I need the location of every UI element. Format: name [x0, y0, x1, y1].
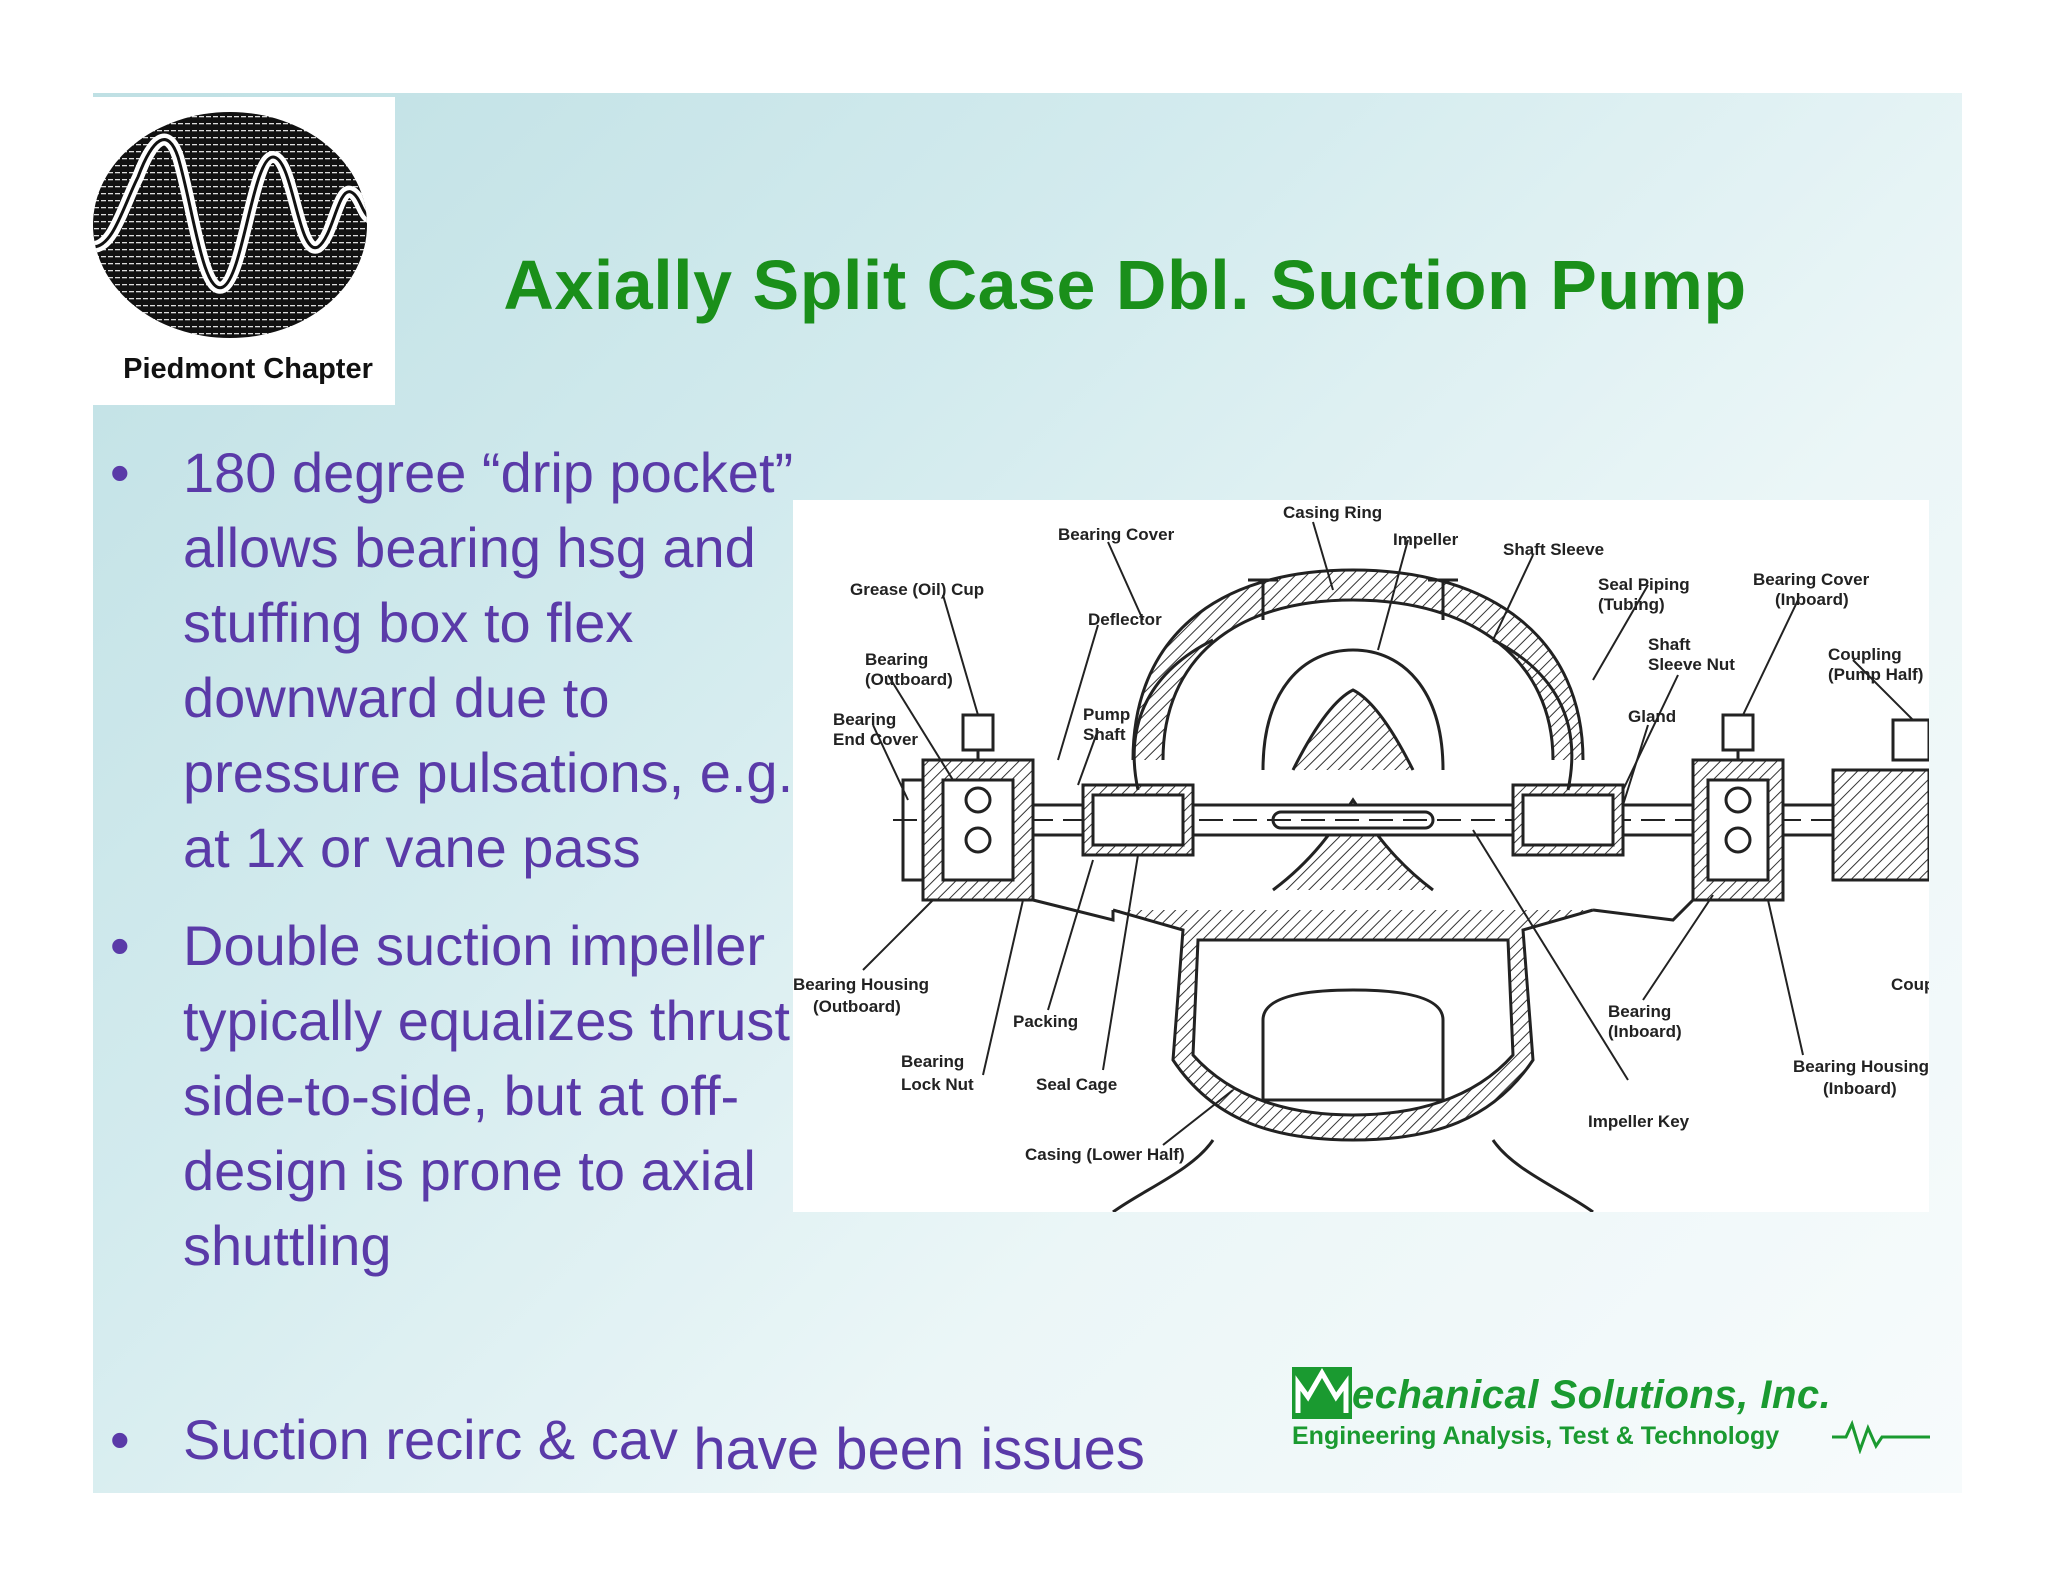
- label-bearing-end-cover: Bearing: [833, 710, 896, 729]
- msi-waveform-icon: [1832, 1420, 1930, 1454]
- label-pump-shaft-sub: Shaft: [1083, 725, 1126, 744]
- pump-drawing: Casing Ring Impeller Bearing Cover Shaft…: [793, 503, 1929, 1212]
- label-bearing-housing-outboard-sub: (Outboard): [813, 997, 901, 1016]
- label-bearing-outboard-sub: (Outboard): [865, 670, 953, 689]
- pump-cross-section-diagram: Casing Ring Impeller Bearing Cover Shaft…: [793, 500, 1929, 1212]
- label-grease-cup: Grease (Oil) Cup: [850, 580, 984, 599]
- label-bearing-housing-outboard: Bearing Housing: [793, 975, 929, 994]
- label-bearing-cover-inboard: Bearing Cover: [1753, 570, 1870, 589]
- label-bearing-housing-inboard-sub: (Inboard): [1823, 1079, 1897, 1098]
- label-bearing-inboard: Bearing: [1608, 1002, 1671, 1021]
- bullet-marker: •: [110, 441, 130, 504]
- label-bearing-lock-nut: Bearing: [901, 1052, 964, 1071]
- piedmont-chapter-logo: Piedmont Chapter: [93, 97, 395, 405]
- bullet-item: • 180 degree “drip pocket” allows bearin…: [110, 435, 840, 885]
- label-tubing: (Tubing): [1598, 595, 1665, 614]
- waveform-logo-icon: [93, 112, 367, 338]
- label-bearing-housing-inboard: Bearing Housing: [1793, 1057, 1929, 1076]
- bullet-item-last: • Suction recirc & cav have been issues: [110, 1402, 1145, 1482]
- bullet-text: Suction recirc & cav: [183, 1408, 678, 1471]
- label-bearing-cover-inboard-sub: (Inboard): [1775, 590, 1849, 609]
- label-packing: Packing: [1013, 1012, 1078, 1031]
- mechanical-solutions-logo: echanical Solutions, Inc. Engineering An…: [1290, 1365, 1940, 1454]
- label-impeller-key: Impeller Key: [1588, 1112, 1690, 1131]
- label-seal-piping: Seal Piping: [1598, 575, 1690, 594]
- label-bearing-end-cover-sub: End Cover: [833, 730, 918, 749]
- label-casing-ring: Casing Ring: [1283, 503, 1382, 522]
- bullet-text-tail: have been issues: [693, 1417, 1145, 1482]
- label-seal-cage: Seal Cage: [1036, 1075, 1117, 1094]
- bullet-text: 180 degree “drip pocket” allows bearing …: [183, 441, 794, 879]
- bullet-list: • 180 degree “drip pocket” allows bearin…: [110, 435, 840, 1306]
- label-shaft-sleeve: Shaft Sleeve: [1503, 540, 1604, 559]
- label-gland: Gland: [1628, 707, 1676, 726]
- label-pump-shaft: Pump: [1083, 705, 1130, 724]
- bullet-marker: •: [110, 914, 130, 977]
- label-bearing-inboard-sub: (Inboard): [1608, 1022, 1682, 1041]
- label-coupling: Coupling: [1828, 645, 1902, 664]
- bullet-text: Double suction impeller typically equali…: [183, 914, 790, 1277]
- label-casing-lower-half: Casing (Lower Half): [1025, 1145, 1185, 1164]
- bullet-item: • Double suction impeller typically equa…: [110, 908, 840, 1283]
- msi-company-name: echanical Solutions, Inc.: [1352, 1373, 1832, 1417]
- label-deflector: Deflector: [1088, 610, 1162, 629]
- label-bearing-lock-nut-sub: Lock Nut: [901, 1075, 974, 1094]
- label-shaft-sleeve-nut: Shaft: [1648, 635, 1691, 654]
- label-impeller: Impeller: [1393, 530, 1459, 549]
- chapter-label: Piedmont Chapter: [123, 353, 373, 385]
- label-bearing-outboard: Bearing: [865, 650, 928, 669]
- label-bearing-cover: Bearing Cover: [1058, 525, 1175, 544]
- label-shaft-sleeve-nut-sub: Sleeve Nut: [1648, 655, 1735, 674]
- slide-title: Axially Split Case Dbl. Suction Pump: [503, 246, 1747, 324]
- msi-tagline: Engineering Analysis, Test & Technology: [1292, 1422, 1780, 1450]
- msi-m-icon: [1292, 1367, 1352, 1419]
- bullet-marker: •: [110, 1408, 130, 1471]
- label-coupling-cut: Coup: [1891, 975, 1929, 994]
- label-coupling-sub: (Pump Half): [1828, 665, 1923, 684]
